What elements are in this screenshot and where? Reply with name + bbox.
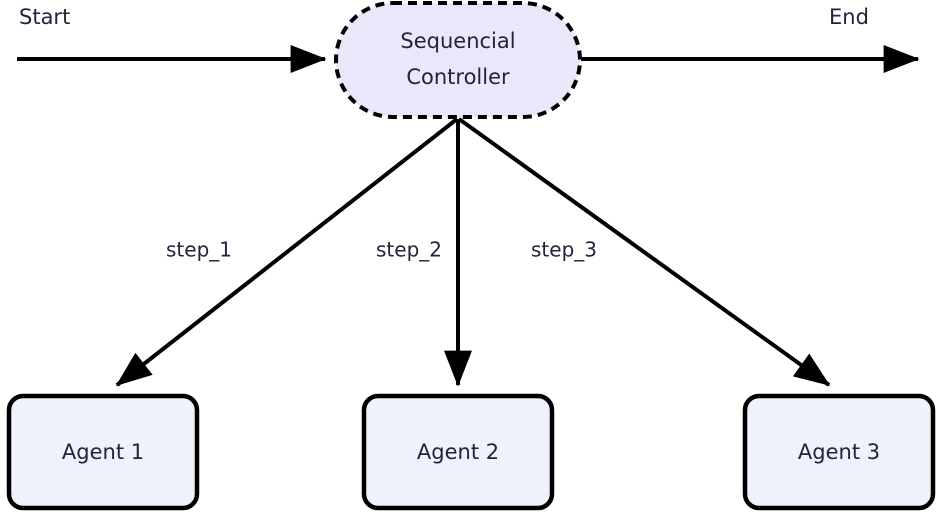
- edge-label-step-1: step_1: [166, 238, 232, 262]
- edge-step-1: [115, 117, 459, 387]
- agent-2-shape: [361, 393, 555, 511]
- node-agent-3[interactable]: Agent 3: [742, 393, 936, 511]
- controller-label-line-1: Sequencial: [400, 29, 515, 53]
- agent-3-shape: [742, 393, 936, 511]
- node-sequencial-controller[interactable]: Sequencial Controller: [334, 1, 582, 119]
- agent-1-label: Agent 1: [62, 440, 144, 464]
- controller-label-line-2: Controller: [406, 65, 510, 89]
- agent-2-label: Agent 2: [417, 440, 499, 464]
- node-agent-1[interactable]: Agent 1: [6, 393, 200, 511]
- node-agent-2[interactable]: Agent 2: [361, 393, 555, 511]
- controller-shape: [334, 1, 582, 119]
- start-label: Start: [19, 5, 70, 29]
- edge-label-step-3: step_3: [531, 238, 597, 262]
- agent-1-shape: [6, 393, 200, 511]
- end-label: End: [829, 5, 869, 29]
- edge-step-3: [457, 117, 831, 387]
- edge-label-step-2: step_2: [376, 238, 442, 262]
- agent-3-label: Agent 3: [798, 440, 880, 464]
